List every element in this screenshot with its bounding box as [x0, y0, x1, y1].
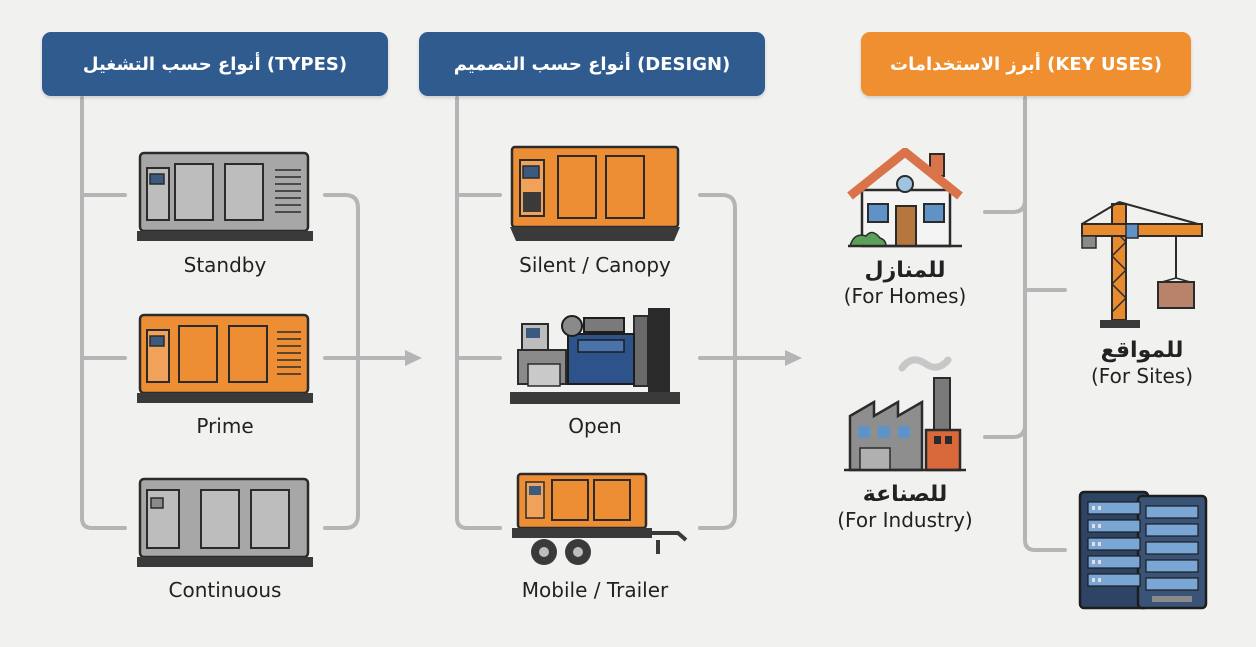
standby-label: Standby	[125, 253, 325, 277]
silent-canopy-label-text: Silent / Canopy	[519, 253, 671, 277]
header-types-text: أنواع حسب التشغيل (TYPES)	[82, 53, 348, 75]
factory-icon	[844, 356, 966, 472]
open-generator-icon	[510, 308, 680, 404]
prime-generator-icon	[137, 313, 313, 403]
open-label: Open	[495, 414, 695, 438]
sites-label-en: (For Sites)	[1090, 364, 1194, 389]
server-rack-icon	[1078, 490, 1208, 610]
standby-generator-icon	[137, 151, 313, 241]
industry-label-en: (For Industry)	[837, 508, 973, 533]
continuous-label: Continuous	[125, 578, 325, 602]
continuous-generator-icon	[137, 477, 313, 567]
homes-label: للمنازل (For Homes)	[815, 258, 995, 308]
silent-canopy-generator-icon	[510, 145, 680, 241]
house-icon	[847, 148, 963, 248]
open-label-text: Open	[568, 414, 622, 438]
industry-label-ar: للصناعة	[862, 482, 948, 507]
mobile-trailer-generator-icon	[512, 472, 688, 565]
prime-label: Prime	[125, 414, 325, 438]
silent-canopy-label: Silent / Canopy	[495, 253, 695, 277]
sites-label-ar: للمواقع	[1100, 338, 1184, 363]
header-design: أنواع حسب التصميم (DESIGN)	[419, 32, 765, 96]
prime-label-text: Prime	[196, 414, 254, 438]
header-key-uses: أبرز الاستخدامات (KEY USES)	[861, 32, 1191, 96]
continuous-label-text: Continuous	[168, 578, 282, 602]
standby-label-text: Standby	[183, 253, 267, 277]
header-types: أنواع حسب التشغيل (TYPES)	[42, 32, 388, 96]
homes-label-en: (For Homes)	[843, 284, 967, 309]
homes-label-ar: للمنازل	[864, 258, 946, 283]
industry-label: للصناعة (For Industry)	[815, 482, 995, 532]
header-key-uses-text: أبرز الاستخدامات (KEY USES)	[889, 53, 1163, 75]
mobile-trailer-label-text: Mobile / Trailer	[521, 578, 669, 602]
header-design-text: أنواع حسب التصميم (DESIGN)	[453, 53, 731, 75]
crane-icon	[1081, 201, 1203, 328]
sites-label: للمواقع (For Sites)	[1052, 338, 1232, 388]
mobile-trailer-label: Mobile / Trailer	[495, 578, 695, 602]
